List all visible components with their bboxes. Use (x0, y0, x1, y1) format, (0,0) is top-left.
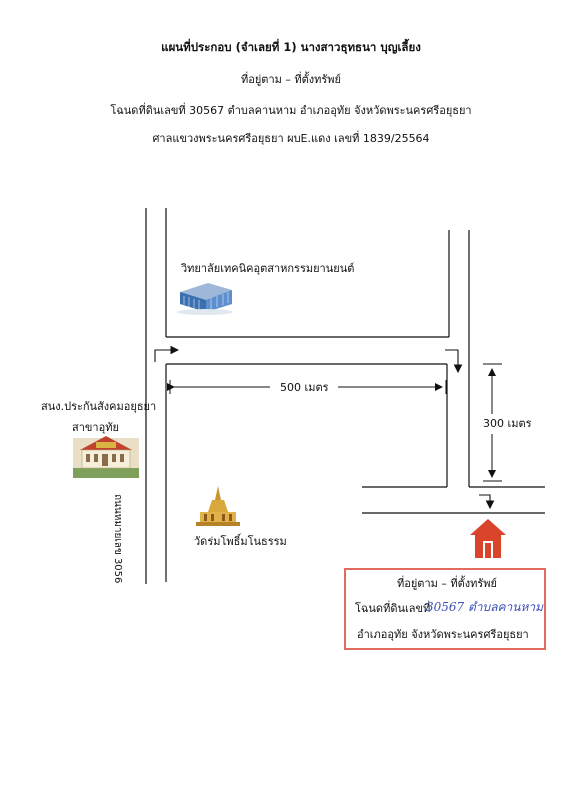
map-subtitle: ที่อยู่ตาม – ที่ตั้งทรัพย์ (241, 73, 341, 86)
office-label: สนง.ประกันสังคมอยุธยา (41, 400, 157, 413)
college-label: วิทยาลัยเทคนิคอุตสาหกรรมยานยนต์ (181, 262, 355, 275)
legend-handwritten-deed: 30567 ตำบลคานหาม (426, 600, 544, 614)
office-building-icon (73, 436, 139, 478)
distance-500-label: 500 เมตร (280, 381, 329, 394)
legend-line-2-prefix: โฉนดที่ดินเลขที่ (355, 602, 431, 615)
distance-300-label: 300 เมตร (483, 417, 532, 430)
temple-icon (196, 486, 240, 526)
road-number-label: ถนนหมายเลข 3056 (112, 494, 123, 584)
route-arrow-down (445, 349, 463, 374)
temple-label: วัดร่มโพธิ์มโนธรรม (194, 535, 287, 548)
route-arrow-house (479, 494, 495, 510)
house-icon (470, 519, 506, 558)
legend-line-1: ที่อยู่ตาม – ที่ตั้งทรัพย์ (397, 577, 497, 590)
court-line: ศาลแขวงพระนครศรีอยุธยา ผบE.แดง เลขที่ 18… (152, 132, 430, 145)
route-arrow-turn (154, 345, 180, 362)
office-branch-label: สาขาอุทัย (72, 421, 119, 434)
map-title: แผนที่ประกอบ (จำเลยที่ 1) นางสาวธุทธนา บ… (161, 40, 421, 54)
address-legend-box (344, 568, 546, 650)
college-building-icon (177, 283, 233, 315)
deed-line: โฉนดที่ดินเลขที่ 30567 ตำบลคานหาม อำเภออ… (110, 104, 472, 117)
legend-line-3: อำเภออุทัย จังหวัดพระนครศรีอยุธยา (357, 628, 529, 641)
